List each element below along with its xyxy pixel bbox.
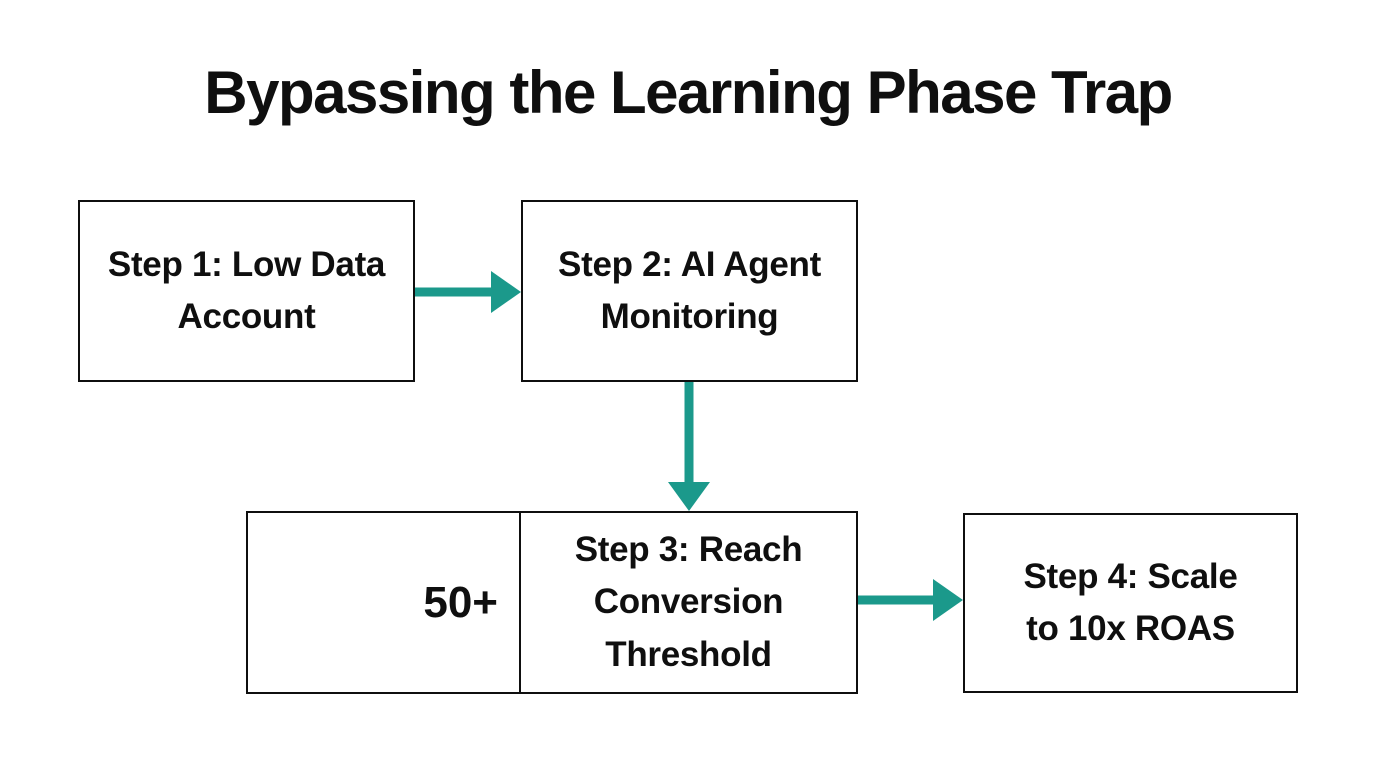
node-step4-scale-to-10x-roas: Step 4: Scale to 10x ROAS <box>963 513 1298 693</box>
arrow-shaft <box>415 287 493 297</box>
arrow-right-icon-step1-to-step2 <box>415 270 521 314</box>
page-title: Bypassing the Learning Phase Trap <box>204 59 1173 126</box>
arrow-shaft <box>858 595 935 605</box>
arrow-right-icon-step3-to-step4 <box>858 578 963 622</box>
node-step3-reach-conversion-threshold: Step 3: Reach Conversion Threshold <box>519 511 858 694</box>
arrow-head <box>933 579 963 621</box>
arrow-head <box>491 271 521 313</box>
arrow-down-icon-step2-to-step3 <box>667 382 711 511</box>
node-step2-ai-agent-monitoring: Step 2: AI Agent Monitoring <box>521 200 858 382</box>
node-conversion-count: 50+ <box>246 511 522 694</box>
arrow-shaft <box>684 382 694 483</box>
node-step1-low-data-account: Step 1: Low Data Account <box>78 200 415 382</box>
arrow-head <box>668 482 710 511</box>
